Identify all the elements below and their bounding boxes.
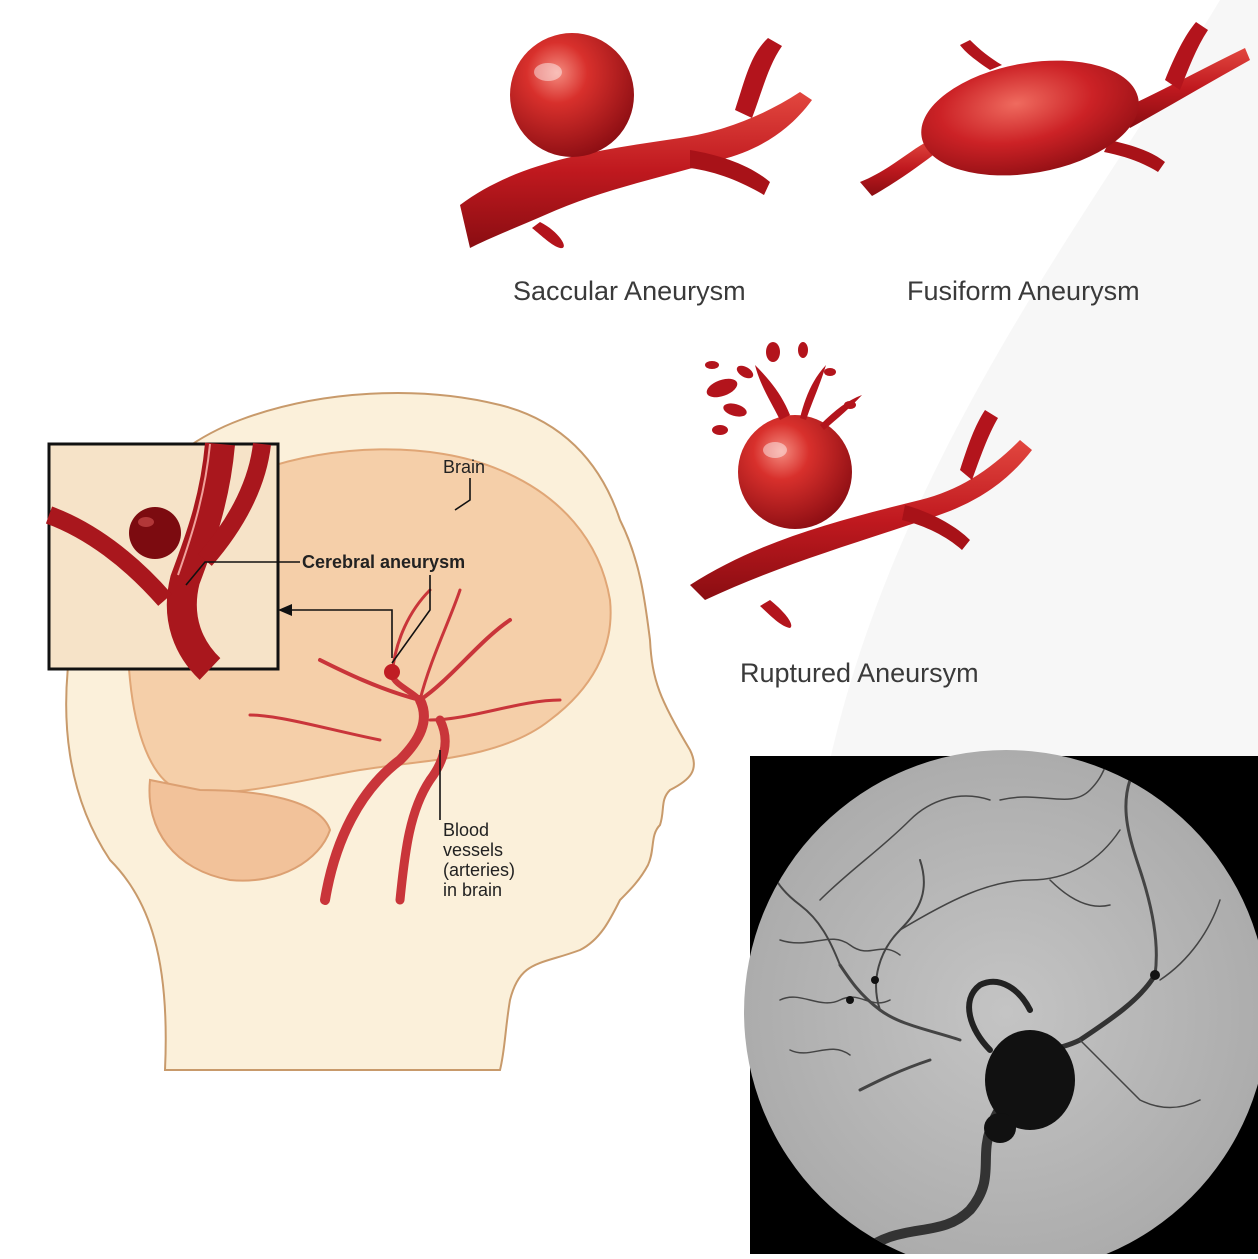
cerebral-aneurysm-label: Cerebral aneurysm	[302, 552, 465, 572]
blood-vessels-label: Blood vessels (arteries) in brain	[443, 820, 515, 900]
fusiform-aneurysm-label: Fusiform Aneurysm	[907, 276, 1140, 307]
ruptured-aneurysm-label: Ruptured Aneursym	[740, 658, 979, 689]
blood-vessels-line-4: in brain	[443, 880, 515, 900]
head-diagram	[49, 393, 694, 1070]
brain-label: Brain	[443, 457, 485, 477]
saccular-aneurysm-label: Saccular Aneurysm	[513, 276, 746, 307]
blood-vessels-line-3: (arteries)	[443, 860, 515, 880]
inset-box	[49, 444, 278, 669]
blood-vessels-line-2: vessels	[443, 840, 515, 860]
saccular-aneurysm-drawing	[460, 33, 812, 248]
cerebral-aneurysm-dot	[384, 664, 400, 680]
blood-vessels-line-1: Blood	[443, 820, 515, 840]
angiogram-image	[744, 750, 1258, 1254]
